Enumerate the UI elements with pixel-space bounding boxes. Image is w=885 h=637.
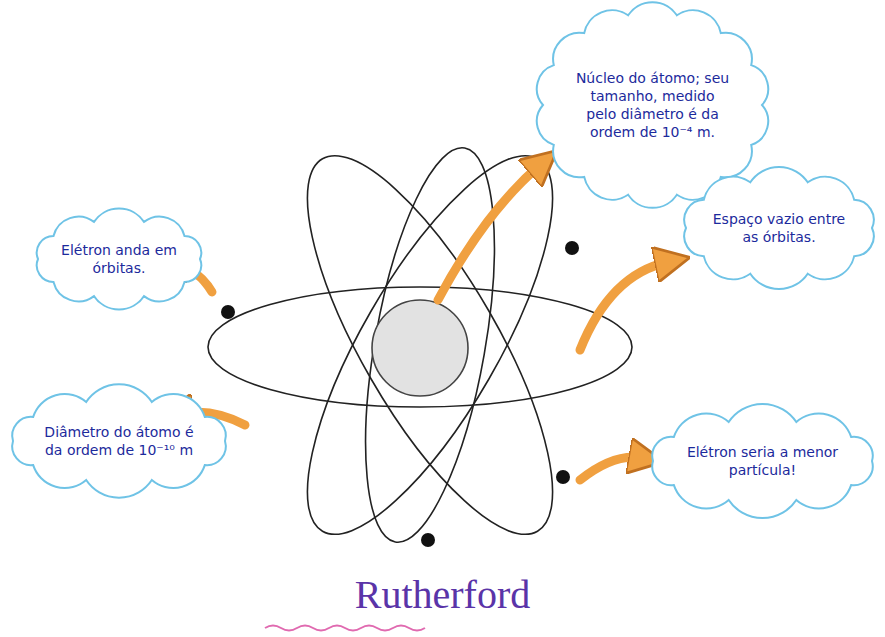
cloud-shape	[684, 167, 874, 289]
wavy-underline	[265, 626, 425, 631]
callout-text: Diâmetro do átomo é da ordem de 10⁻¹⁰ m	[44, 423, 194, 459]
cloud-callout: Elétron seria a menor partícula!	[645, 412, 880, 510]
cloud-outline	[5, 392, 233, 490]
orbits	[208, 125, 632, 565]
cloud-callout: Espaço vazio entre as órbitas.	[678, 172, 880, 284]
cloud-shape	[652, 404, 872, 518]
cloud-outline	[535, 5, 770, 205]
cloud-callout: Elétron anda em órbitas.	[30, 212, 208, 306]
nucleus	[372, 300, 468, 396]
cloud-shape	[12, 384, 226, 497]
electrons	[221, 241, 579, 547]
callout-text: Espaço vazio entre as órbitas.	[712, 210, 846, 246]
cloud-outline	[645, 412, 880, 510]
cloud-outline	[678, 172, 880, 284]
cloud-callout: Núcleo do átomo; seu tamanho, medido pel…	[535, 5, 770, 205]
callout-text: Elétron anda em órbitas.	[60, 241, 178, 277]
callout-text: Núcleo do átomo; seu tamanho, medido pel…	[575, 69, 730, 141]
callout-text: Elétron seria a menor partícula!	[685, 443, 840, 479]
title: Rutherford	[0, 572, 885, 618]
cloud-outline	[30, 212, 208, 306]
cloud-callout: Diâmetro do átomo é da ordem de 10⁻¹⁰ m	[5, 392, 233, 490]
cloud-shape	[37, 208, 201, 309]
callout-arrows	[170, 165, 668, 480]
